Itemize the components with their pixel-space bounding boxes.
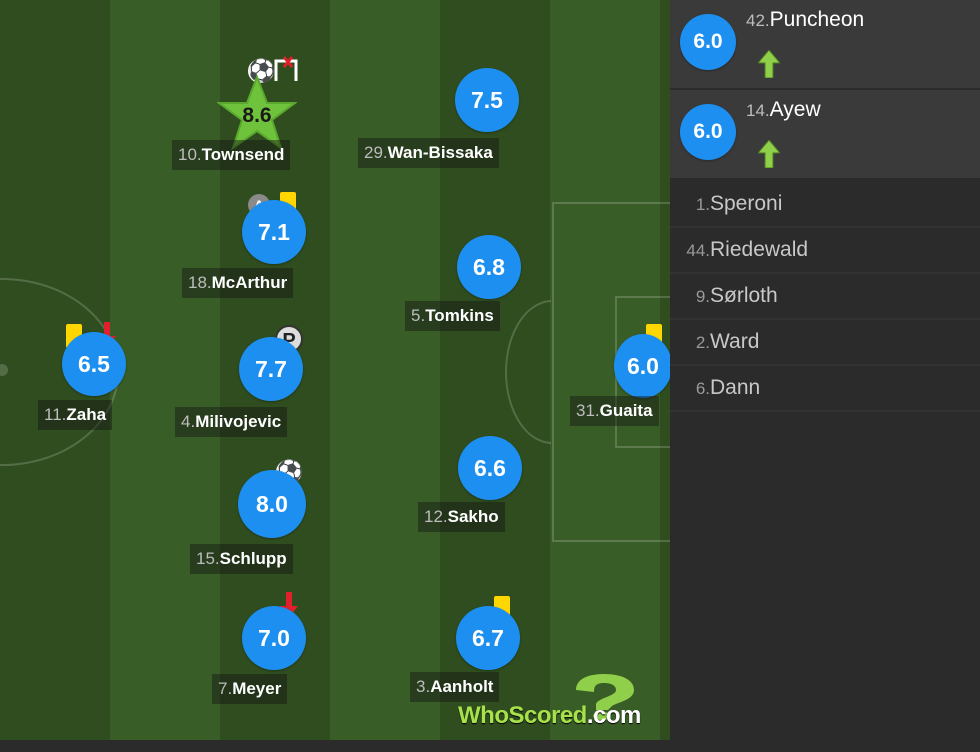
player-wan-bissaka[interactable]: 7.5 29.Wan-Bissaka bbox=[358, 66, 519, 176]
player-name-label: 11.Zaha bbox=[38, 400, 113, 430]
substitute-row-ayew[interactable]: 6.0 14.Ayew bbox=[670, 90, 980, 180]
center-spot bbox=[0, 364, 8, 376]
player-rating: 7.7 bbox=[239, 337, 303, 401]
player-rating: 6.7 bbox=[456, 606, 520, 670]
player-name-label: 3.Aanholt bbox=[410, 672, 500, 702]
player-name-label: 4.Milivojevic bbox=[175, 407, 288, 437]
player-name-label: 12.Sakho bbox=[418, 502, 505, 532]
substituted-on-arrow-icon bbox=[758, 140, 780, 168]
player-rating: 6.6 bbox=[458, 436, 522, 500]
player-rating: 7.1 bbox=[242, 200, 306, 264]
penalty-box bbox=[552, 202, 670, 542]
player-name-label: 15.Schlupp bbox=[190, 544, 293, 574]
whoscored-logo: WhoScored.com bbox=[458, 672, 668, 732]
player-guaita[interactable]: 6.0 31.Guaita bbox=[570, 322, 670, 432]
substituted-on-arrow-icon bbox=[758, 50, 780, 78]
pitch: ⚽ 8.6 10.Townsend 7.5 29.Wan-Bissaka A 7… bbox=[0, 0, 670, 740]
assist-goalpost-icon bbox=[272, 55, 300, 83]
bench-row-sorloth[interactable]: 9.Sørloth bbox=[670, 274, 980, 320]
man-of-the-match-star-icon bbox=[217, 75, 297, 151]
penalty-badge-icon: P bbox=[275, 325, 303, 353]
player-zaha[interactable]: 6.5 11.Zaha bbox=[38, 322, 168, 432]
player-name-label: 18.McArthur bbox=[182, 268, 294, 298]
pitch-footer-bar bbox=[0, 740, 670, 752]
player-name-label: 42.Puncheon bbox=[746, 8, 865, 31]
bench-row-speroni[interactable]: 1.Speroni bbox=[670, 182, 980, 228]
player-rating: 6.0 bbox=[614, 334, 670, 398]
substitute-row-puncheon[interactable]: 6.0 42.Puncheon bbox=[670, 0, 980, 90]
player-name-label: 31.Guaita bbox=[570, 396, 659, 426]
player-aanholt[interactable]: 6.7 3.Aanholt bbox=[410, 592, 540, 702]
player-milivojevic[interactable]: P 7.7 4.Milivojevic bbox=[175, 325, 305, 437]
question-mark-logo-icon bbox=[576, 674, 634, 720]
player-name-label: 10.Townsend bbox=[172, 140, 291, 170]
player-name-label: 29.Wan-Bissaka bbox=[358, 138, 499, 168]
bench-row-riedewald[interactable]: 44.Riedewald bbox=[670, 228, 980, 274]
player-name-label: 14.Ayew bbox=[746, 98, 821, 121]
player-name-label: 5.Tomkins bbox=[405, 301, 500, 331]
player-rating: 6.5 bbox=[62, 332, 126, 396]
substitutes-panel: 6.0 42.Puncheon 6.0 14.Ayew 1.Speroni 44… bbox=[670, 0, 980, 752]
player-rating: 6.8 bbox=[457, 235, 521, 299]
player-rating: 7.0 bbox=[242, 606, 306, 670]
player-tomkins[interactable]: 6.8 5.Tomkins bbox=[405, 235, 535, 345]
player-rating: 8.0 bbox=[238, 470, 306, 538]
player-rating: 6.0 bbox=[680, 14, 736, 70]
player-rating: 7.5 bbox=[455, 68, 519, 132]
bench-row-ward[interactable]: 2.Ward bbox=[670, 320, 980, 366]
player-rating: 6.0 bbox=[680, 104, 736, 160]
bench-row-dann[interactable]: 6.Dann bbox=[670, 366, 980, 412]
player-name-label: 7.Meyer bbox=[212, 674, 288, 704]
player-schlupp[interactable]: ⚽ 8.0 15.Schlupp bbox=[190, 458, 320, 574]
player-sakho[interactable]: 6.6 12.Sakho bbox=[418, 436, 548, 546]
player-meyer[interactable]: 7.0 7.Meyer bbox=[212, 592, 342, 704]
player-mcarthur[interactable]: A 7.1 18.McArthur bbox=[182, 190, 312, 300]
player-townsend[interactable]: ⚽ 8.6 10.Townsend bbox=[170, 55, 300, 170]
player-rating: 8.6 bbox=[217, 75, 297, 151]
